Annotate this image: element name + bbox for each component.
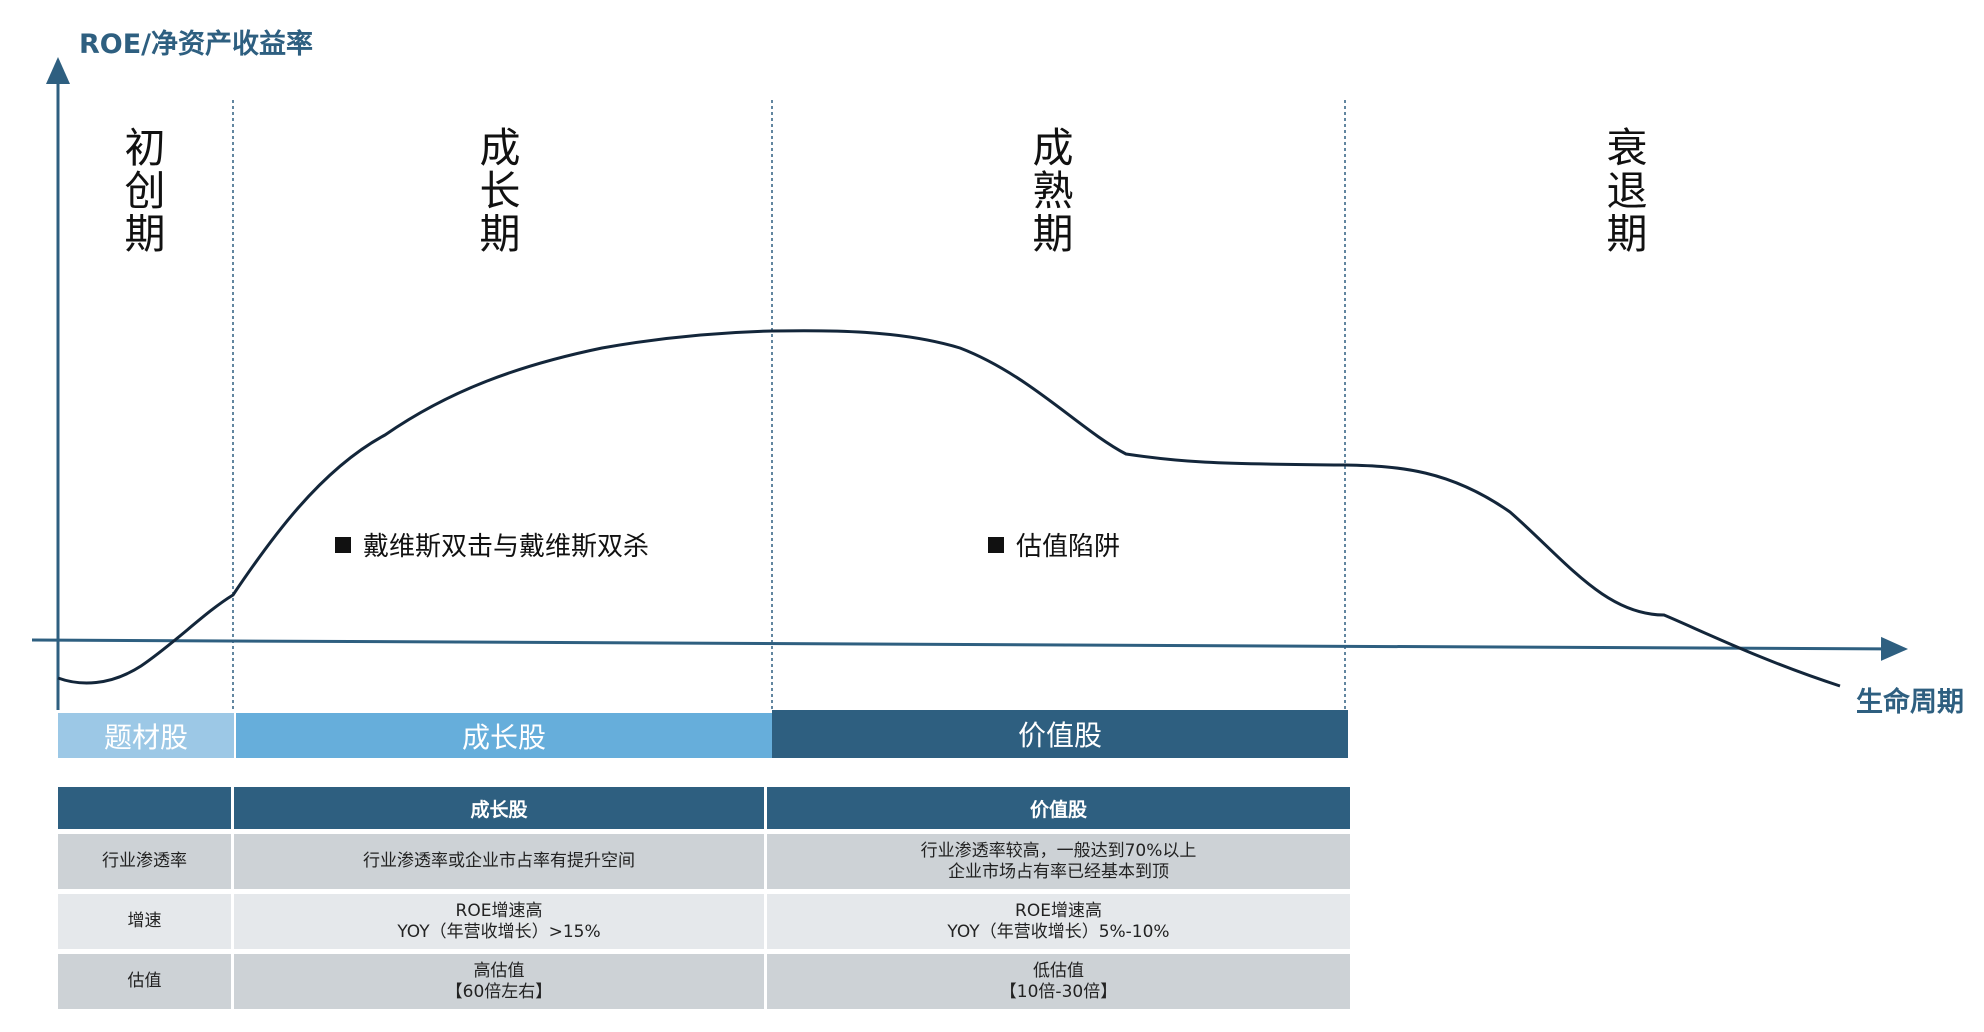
cell-value: 行业渗透率较高，一般达到70%以上企业市场占有率已经基本到顶: [767, 834, 1353, 894]
annotation-value-trap: 估值陷阱: [988, 526, 1120, 563]
bullet-square-icon: [335, 537, 351, 553]
cell-text: ROE增速高: [455, 900, 543, 921]
y-axis-label: ROE/净资产收益率: [79, 29, 314, 60]
bar-growth-stock: 成长股: [236, 713, 772, 758]
cell-text: 【10倍-30倍】: [999, 981, 1118, 1002]
bullet-square-icon: [988, 537, 1004, 553]
bar-value-stock: 价值股: [772, 710, 1348, 758]
cell-text: 企业市场占有率已经基本到顶: [948, 861, 1169, 882]
header-growth: 成长股: [234, 787, 767, 834]
x-axis-label: 生命周期: [1856, 687, 1964, 718]
cell-growth: 行业渗透率或企业市占率有提升空间: [234, 834, 767, 894]
row-label: 估值: [58, 954, 234, 1014]
roe-curve: [57, 329, 1841, 688]
annotation-davis: 戴维斯双击与戴维斯双杀: [335, 526, 649, 563]
cell-text: 低估值: [1033, 960, 1084, 981]
phase-maturity: 成熟期: [1025, 126, 1073, 255]
cell-growth: 高估值【60倍左右】: [234, 954, 767, 1014]
cell-text: YOY（年营收增长）5%-10%: [947, 921, 1170, 942]
row-label: 行业渗透率: [58, 834, 234, 894]
row-label: 增速: [58, 894, 234, 954]
x-axis: [31, 636, 1908, 661]
table-row: 估值 高估值【60倍左右】 低估值【10倍-30倍】: [58, 954, 1353, 1014]
cell-text: ROE增速高: [1015, 900, 1102, 921]
phase-growth: 成长期: [472, 126, 520, 255]
annotation-text: 估值陷阱: [1016, 532, 1121, 562]
phase-startup: 初创期: [117, 126, 165, 255]
cell-value: 低估值【10倍-30倍】: [767, 954, 1353, 1014]
phase-decline: 衰退期: [1599, 126, 1647, 255]
comparison-table: 成长股 价值股 行业渗透率 行业渗透率或企业市占率有提升空间 行业渗透率较高，一…: [58, 787, 1353, 1014]
header-empty: [58, 787, 234, 834]
header-value: 价值股: [767, 787, 1353, 834]
cell-text: 【60倍左右】: [445, 981, 553, 1002]
annotation-text: 戴维斯双击与戴维斯双杀: [363, 532, 650, 562]
table-header: 成长股 价值股: [58, 787, 1353, 834]
cell-text: 行业渗透率或企业市占率有提升空间: [363, 851, 635, 871]
cell-text: YOY（年营收增长）>15%: [397, 921, 601, 942]
bar-theme-stock: 题材股: [58, 713, 234, 758]
table-row: 行业渗透率 行业渗透率或企业市占率有提升空间 行业渗透率较高，一般达到70%以上…: [58, 834, 1353, 894]
cell-text: 高估值: [473, 960, 525, 981]
cell-text: 行业渗透率较高，一般达到70%以上: [920, 840, 1197, 861]
